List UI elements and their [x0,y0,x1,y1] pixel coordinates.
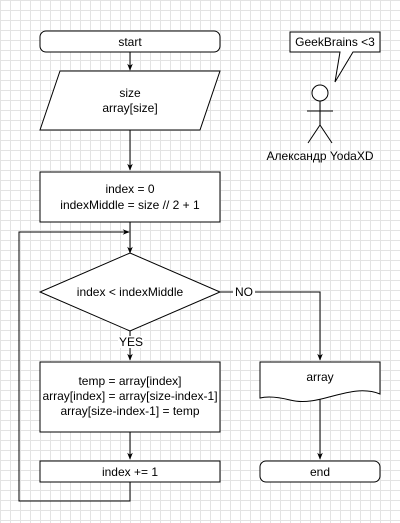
swap-label-temp: temp = array[index] [78,374,181,388]
increment-node: index += 1 [39,460,221,483]
actor-name: Александр YodaXD [267,149,374,163]
actor-icon [307,84,333,144]
condition-node: index < indexMiddle [38,252,222,332]
input-label-size: size [119,86,141,100]
yes-label: YES [119,335,143,349]
no-label: NO [235,285,253,299]
init-label-index: index = 0 [105,182,154,196]
edge-loop-back [18,229,131,502]
increment-label: index += 1 [102,465,158,479]
input-label-array: array[size] [102,101,157,115]
end-node: end [259,460,381,483]
output-label: array [306,370,333,384]
yes-label-group: YES [118,335,144,349]
callout-text: GeekBrains <3 [295,35,375,49]
swap-label-assign: array[index] = array[size-index-1] [42,389,217,403]
start-node: start [39,30,221,53]
condition-label: index < indexMiddle [77,285,184,299]
end-label: end [310,465,330,479]
input-node: size array[size] [39,70,221,131]
start-label: start [118,35,142,49]
init-label-middle: indexMiddle = size // 2 + 1 [60,198,200,212]
swap-label-restore: array[size-index-1] = temp [60,404,199,418]
output-node: array [259,361,381,402]
init-node: index = 0 indexMiddle = size // 2 + 1 [39,171,221,223]
edge-condition-no [220,291,323,361]
no-label-group: NO [233,285,255,299]
callout-bubble: GeekBrains <3 [289,31,381,83]
swap-node: temp = array[index] array[index] = array… [39,361,221,433]
